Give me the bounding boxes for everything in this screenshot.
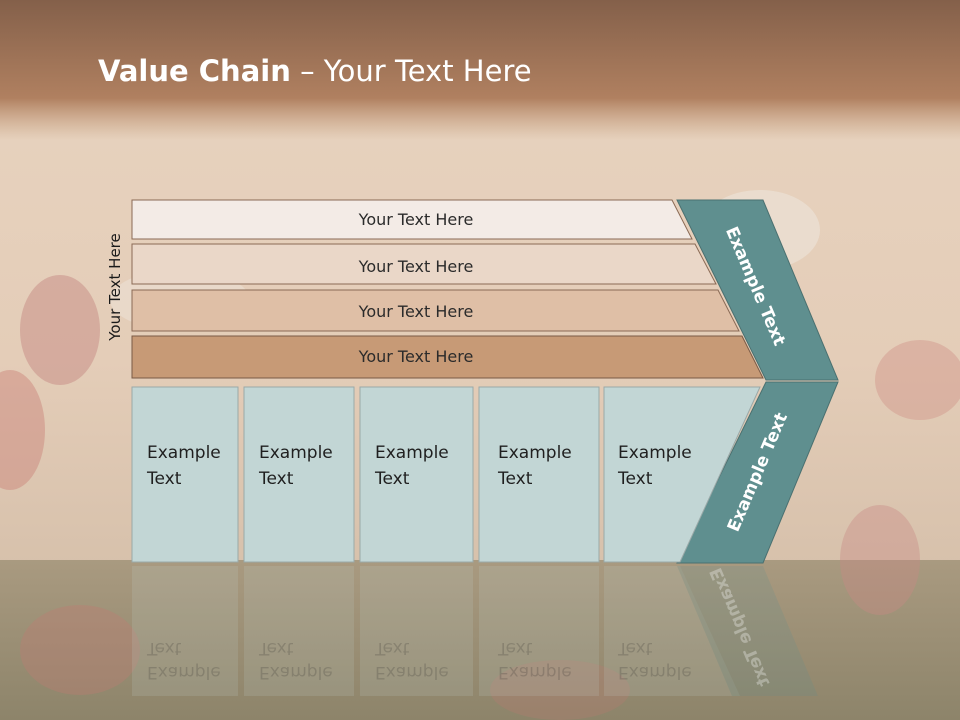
row-bar-1 <box>131 199 693 240</box>
row-label-3: Your Text Here <box>358 302 474 321</box>
slide-title-rest: – Your Text Here <box>290 54 532 88</box>
cell-box-4 <box>478 386 600 563</box>
cell-box-5 <box>603 386 761 563</box>
chevron-upper <box>676 199 839 381</box>
cell-2-line2: Text <box>258 469 294 489</box>
reflection-3-line2: Text <box>374 638 410 658</box>
reflection-1-line1: Example <box>147 662 221 682</box>
row-bar-4 <box>131 335 764 379</box>
cell-4: Example Text <box>478 386 600 563</box>
reflection-chevron <box>677 566 818 696</box>
cell-2-line1: Example <box>259 443 333 463</box>
reflection-box-3 <box>360 566 473 696</box>
cell-box-3 <box>359 386 474 563</box>
row-4: Your Text Here <box>131 335 764 379</box>
row-2: Your Text Here <box>131 243 717 285</box>
row-label-4: Your Text Here <box>358 347 474 366</box>
cell-box-1 <box>131 386 239 563</box>
cell-box-2 <box>243 386 355 563</box>
reflection-box-1 <box>132 566 238 696</box>
slide-title: Value Chain – Your Text Here <box>98 54 532 88</box>
reflection-5-line1: Example <box>618 662 692 682</box>
cell-1: Example Text <box>131 386 239 563</box>
reflection-4-line2: Text <box>497 638 533 658</box>
reflection-2-line1: Example <box>259 662 333 682</box>
cell-3: Example Text <box>359 386 474 563</box>
cell-1-line2: Text <box>146 469 182 489</box>
reflection-1-line2: Text <box>146 638 182 658</box>
cell-4-line1: Example <box>498 443 572 463</box>
cell-3-line1: Example <box>375 443 449 463</box>
cell-5: Example Text <box>603 386 761 563</box>
reflection-4-line1: Example <box>498 662 572 682</box>
cell-5-line1: Example <box>618 443 692 463</box>
slide-title-bold: Value Chain <box>98 54 291 88</box>
cell-reflection <box>132 566 818 696</box>
reflection-2-line2: Text <box>258 638 294 658</box>
row-label-2: Your Text Here <box>358 257 474 276</box>
cell-2: Example Text <box>243 386 355 563</box>
row-3: Your Text Here <box>131 289 740 332</box>
reflection-box-4 <box>479 566 599 696</box>
row-label-1: Your Text Here <box>358 210 474 229</box>
cell-1-line1: Example <box>147 443 221 463</box>
reflection-box-5 <box>604 566 740 696</box>
row-1: Your Text Here <box>131 199 693 240</box>
row-bar-3 <box>131 289 740 332</box>
reflection-3-line1: Example <box>375 662 449 682</box>
cell-4-line2: Text <box>497 469 533 489</box>
cell-5-line2: Text <box>617 469 653 489</box>
reflection-5-line2: Text <box>617 638 653 658</box>
reflection-box-2 <box>244 566 354 696</box>
row-bar-2 <box>131 243 717 285</box>
cell-3-line2: Text <box>374 469 410 489</box>
